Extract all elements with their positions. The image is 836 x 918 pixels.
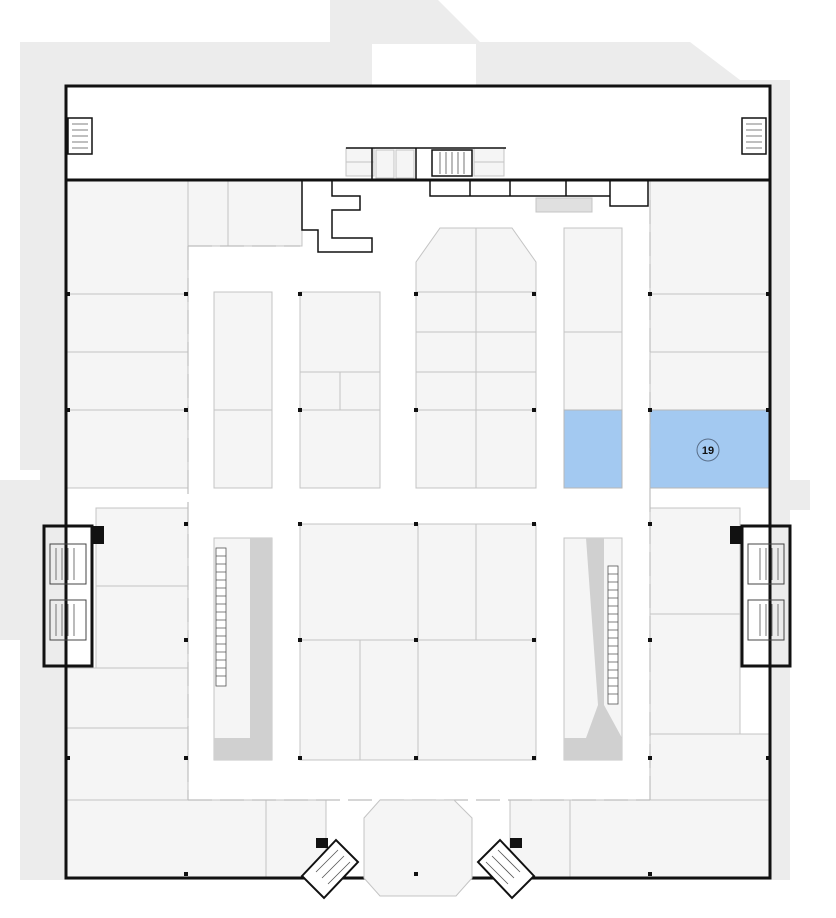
room-inner-c5[interactable] bbox=[415, 331, 477, 373]
room-center-1[interactable] bbox=[299, 523, 419, 641]
stairs-north-west bbox=[67, 117, 93, 155]
room-inner-a2[interactable] bbox=[213, 409, 273, 489]
escalator-left-shade bbox=[214, 538, 272, 760]
room-inner-c6[interactable] bbox=[475, 331, 537, 373]
room-right-1[interactable] bbox=[649, 179, 771, 295]
building-shadow-right bbox=[790, 480, 810, 510]
room-left-6[interactable] bbox=[95, 585, 189, 669]
escalator-right-shade bbox=[564, 538, 622, 760]
stairs-east bbox=[730, 524, 792, 668]
room-right-5[interactable] bbox=[649, 507, 741, 615]
room-inner-c8[interactable] bbox=[475, 371, 537, 411]
room-inner-b3[interactable] bbox=[339, 371, 381, 411]
room-left-7[interactable] bbox=[65, 667, 189, 729]
room-left-2[interactable] bbox=[65, 293, 189, 353]
escalator-left-icon bbox=[215, 547, 227, 687]
stairs-south-east bbox=[476, 838, 536, 900]
room-inner-c7[interactable] bbox=[415, 371, 477, 411]
escalator-right-icon bbox=[607, 565, 619, 705]
room-left-4[interactable] bbox=[65, 409, 189, 489]
south-lobby bbox=[363, 799, 473, 897]
room-inner-c9[interactable] bbox=[415, 409, 477, 489]
room-inner-c4[interactable] bbox=[475, 291, 537, 333]
room-inner-d2[interactable] bbox=[563, 331, 623, 411]
room-right-3[interactable] bbox=[649, 351, 771, 411]
room-center-2[interactable] bbox=[417, 523, 477, 641]
room-left-5[interactable] bbox=[95, 507, 189, 587]
room-inner-c10[interactable] bbox=[475, 409, 537, 489]
room-inner-d1[interactable] bbox=[563, 227, 623, 333]
room-center-4[interactable] bbox=[299, 639, 361, 761]
room-inner-b2[interactable] bbox=[299, 371, 341, 411]
north-service-rooms bbox=[345, 147, 593, 213]
room-top-left-2[interactable] bbox=[227, 179, 303, 247]
room-right-2[interactable] bbox=[649, 293, 771, 353]
room-inner-c3[interactable] bbox=[415, 291, 477, 333]
stairs-south-west bbox=[300, 838, 360, 900]
room-inner-d3-selected[interactable] bbox=[563, 409, 623, 489]
room-right-6[interactable] bbox=[649, 613, 741, 735]
pillars bbox=[66, 292, 770, 876]
room-center-6[interactable] bbox=[417, 639, 537, 761]
room-inner-b4[interactable] bbox=[299, 409, 381, 489]
room-19-label: 19 bbox=[702, 445, 714, 457]
room-inner-a1[interactable] bbox=[213, 291, 273, 411]
room-center-3[interactable] bbox=[475, 523, 537, 641]
room-top-left-1[interactable] bbox=[187, 179, 229, 247]
north-entrance bbox=[372, 44, 476, 88]
room-bottom-left-1[interactable] bbox=[65, 799, 267, 879]
room-left-1[interactable] bbox=[65, 179, 189, 295]
room-bottom-right-2[interactable] bbox=[569, 799, 771, 879]
room-right-7[interactable] bbox=[649, 733, 771, 801]
room-inner-b1[interactable] bbox=[299, 291, 381, 373]
room-center-5[interactable] bbox=[359, 639, 419, 761]
room-left-8[interactable] bbox=[65, 727, 189, 801]
room-19-marker[interactable]: 19 bbox=[696, 438, 720, 462]
room-left-3[interactable] bbox=[65, 351, 189, 411]
room-inner-c2[interactable] bbox=[475, 227, 537, 293]
stairs-north-east bbox=[741, 117, 767, 155]
stairs-west bbox=[42, 524, 104, 668]
stairs-north-center bbox=[431, 149, 473, 177]
room-19-label-ring bbox=[696, 438, 720, 462]
